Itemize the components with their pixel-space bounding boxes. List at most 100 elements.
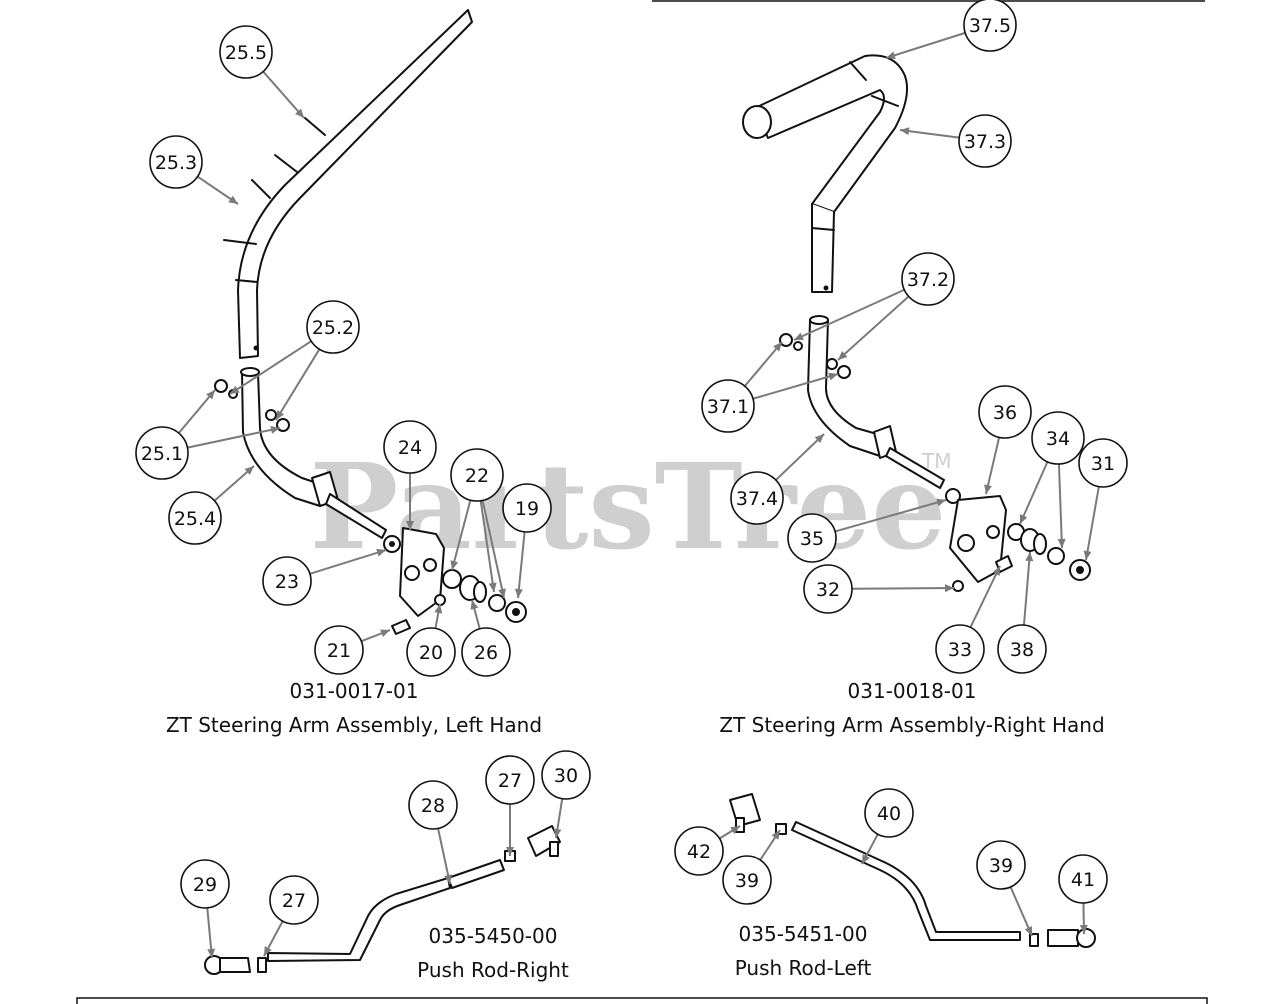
leader-arrowhead [506, 847, 514, 856]
callout-circle [314, 625, 364, 675]
leader-arrowhead [488, 582, 497, 592]
callout-25.2: 25.2 [306, 300, 360, 354]
callout-label: 26 [474, 642, 498, 664]
callout-label: 24 [398, 437, 422, 459]
leader-lines [177, 31, 1100, 959]
callout-label: 21 [327, 640, 351, 662]
leader-arrowhead [228, 195, 238, 204]
leader-line [1019, 461, 1049, 525]
leader-arrowhead [434, 604, 443, 614]
push-rod-left-title: Push Rod-Left [735, 956, 872, 980]
leader-line [793, 288, 905, 341]
push-rod-left-drawing [729, 793, 1096, 948]
leader-arrowhead [1057, 538, 1066, 548]
leader-arrowhead [444, 874, 453, 884]
callout-21: 21 [314, 625, 364, 675]
callout-37.2: 37.2 [901, 252, 955, 306]
callout-label: 34 [1046, 428, 1070, 450]
leader-arrowhead [406, 521, 414, 530]
callout-label: 36 [993, 402, 1017, 424]
leader-line [752, 373, 839, 400]
callout-19: 19 [502, 483, 552, 533]
callout-39: 39 [976, 840, 1026, 890]
leader-arrowhead [470, 600, 479, 610]
leader-arrowhead [1025, 552, 1034, 562]
callout-circle [674, 826, 724, 876]
leader-line [969, 565, 1001, 628]
callout-23: 23 [262, 556, 312, 606]
leader-arrowhead [380, 629, 390, 638]
leader-arrowhead [900, 127, 910, 136]
callout-25.4: 25.4 [168, 491, 222, 545]
callout-label: 19 [515, 498, 539, 520]
leader-arrowhead [1019, 514, 1028, 524]
leader-arrowhead [514, 588, 523, 598]
callout-41: 41 [1058, 854, 1108, 904]
callout-37.4: 37.4 [730, 471, 784, 525]
leader-arrowhead [1079, 924, 1088, 934]
callout-label: 28 [421, 795, 445, 817]
callout-circle [219, 25, 273, 79]
callout-27: 27 [485, 755, 535, 805]
callout-25.5: 25.5 [219, 25, 273, 79]
leader-arrowhead [264, 946, 272, 956]
leader-line [451, 499, 472, 571]
callout-circle [269, 875, 319, 925]
leader-arrowhead [207, 948, 216, 958]
callout-label: 23 [275, 571, 299, 593]
callout-35: 35 [787, 513, 837, 563]
leader-line [885, 31, 966, 59]
callout-label: 25.1 [141, 443, 183, 465]
callout-circle [306, 300, 360, 354]
callout-circle [730, 471, 784, 525]
leader-arrowhead [886, 51, 896, 60]
callout-29: 29 [180, 859, 230, 909]
callout-circle [168, 491, 222, 545]
callout-circle [963, 0, 1017, 52]
callout-circle [978, 385, 1032, 439]
leader-line [275, 348, 321, 421]
right-arm-part-number: 031-0018-01 [848, 679, 977, 703]
callout-label: 27 [282, 890, 306, 912]
callout-bubbles: 25.5 25.3 25.2 25.1 25.4 24 22 19 23 21 20 26 37.5 37… [135, 0, 1128, 925]
callout-37.1: 37.1 [701, 379, 755, 433]
leader-arrowhead [828, 372, 838, 381]
callout-circle [722, 855, 772, 905]
callout-37.5: 37.5 [963, 0, 1017, 52]
callout-circle [135, 426, 189, 480]
leader-line [479, 500, 495, 593]
callout-22: 22 [450, 448, 504, 502]
callout-circle [997, 624, 1047, 674]
callout-42: 42 [674, 826, 724, 876]
leader-line [744, 341, 783, 387]
callout-circle [901, 252, 955, 306]
callout-33: 33 [935, 624, 985, 674]
leader-line [177, 389, 216, 434]
leader-line [517, 531, 526, 599]
callout-label: 22 [465, 465, 489, 487]
callout-circle [408, 780, 458, 830]
leader-arrowhead [936, 498, 946, 507]
callout-label: 30 [554, 765, 578, 787]
leader-line [1022, 551, 1031, 626]
callout-38: 38 [997, 624, 1047, 674]
callout-25.3: 25.3 [149, 135, 203, 189]
right-arm-title: ZT Steering Arm Assembly-Right Hand [719, 713, 1104, 737]
callout-label: 38 [1010, 639, 1034, 661]
leader-line [985, 437, 1001, 495]
leader-line [851, 587, 955, 590]
callout-circle [976, 840, 1026, 890]
callout-label: 27 [498, 770, 522, 792]
bottom-box [76, 997, 1208, 1004]
leader-line [187, 427, 281, 449]
left-arm-part-number: 031-0017-01 [290, 679, 419, 703]
callout-label: 37.1 [707, 396, 749, 418]
callout-label: 41 [1071, 869, 1095, 891]
callout-20: 20 [406, 627, 456, 677]
callout-circle [180, 859, 230, 909]
leader-arrowhead [773, 342, 782, 352]
callout-24: 24 [383, 420, 437, 474]
leader-line [481, 500, 505, 599]
callout-circle [502, 483, 552, 533]
